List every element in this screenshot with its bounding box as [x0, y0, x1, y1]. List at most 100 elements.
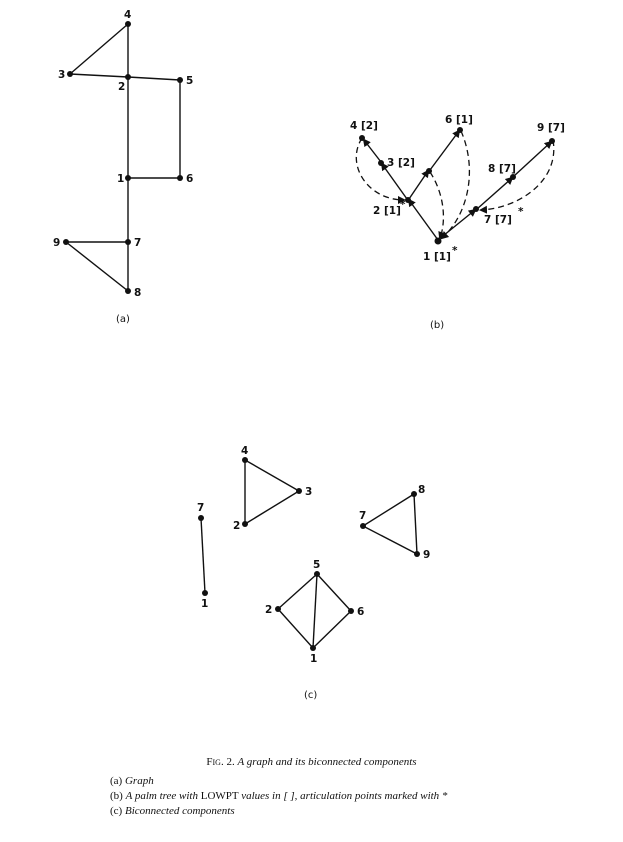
tree-arc-5-6	[429, 129, 461, 171]
vertex-a-2-label: 2	[118, 81, 125, 93]
edge-c-5-2	[277, 573, 318, 610]
articulation-mark-7: *	[518, 206, 524, 218]
vertex-a-3-label: 3	[58, 69, 65, 81]
figure-caption-items: (a) Graph (b) A palm tree with LOWPT val…	[110, 774, 447, 819]
edge-a-9-8	[65, 241, 129, 292]
vertex-b-6	[457, 127, 463, 133]
vertex-c-5	[314, 571, 320, 577]
vertex-b-6-label: 6 [1]	[445, 114, 473, 126]
caption-item-c-text: Biconnected components	[124, 805, 235, 817]
caption-item-b-text: A palm tree with	[125, 790, 198, 802]
vertex-b-7	[473, 206, 479, 212]
caption-item-b-caps: LOWPT	[200, 790, 239, 802]
edge-c-9-8	[413, 493, 418, 555]
vertex-c-1b-label: 1	[310, 653, 317, 665]
frond-4-2	[355, 137, 406, 204]
panel-a-graph: 4 3 2 5 6 1 7 9 8 (a)	[53, 9, 193, 325]
vertex-c-3-label: 3	[305, 486, 312, 498]
vertex-c-6	[348, 608, 354, 614]
vertex-a-4	[125, 21, 131, 27]
vertex-c-9-label: 9	[423, 549, 430, 561]
tree-arc-2-5	[408, 169, 430, 200]
tree-arc-1-2	[407, 198, 439, 241]
vertex-c-4-label: 4	[241, 445, 248, 457]
frond-9-7	[479, 139, 555, 214]
tree-arc-3-4	[362, 138, 382, 163]
vertex-c-7b-label: 7	[359, 510, 366, 522]
edge-c-5-1	[312, 573, 318, 649]
caption-item-b: (b) A palm tree with LOWPT values in [ ]…	[110, 789, 447, 804]
caption-item-c-tag: (c)	[110, 805, 123, 817]
vertex-b-5	[426, 168, 432, 174]
vertex-a-2	[125, 74, 131, 80]
panel-c-components: 4 3 2 7 1 8 7 9 5 2 6 1 (c)	[197, 445, 430, 701]
vertex-c-5-label: 5	[313, 559, 320, 571]
vertex-c-1a-label: 1	[201, 598, 208, 610]
vertex-b-8	[510, 174, 516, 180]
caption-item-a-tag: (a)	[110, 775, 123, 787]
vertex-a-8-label: 8	[134, 287, 141, 299]
vertex-a-6	[177, 175, 183, 181]
edge-a-4-3	[69, 23, 129, 75]
vertex-c-4	[242, 457, 248, 463]
caption-item-a-text: Graph	[124, 775, 154, 787]
vertex-c-7a	[198, 515, 204, 521]
vertex-b-1-label: 1 [1]	[423, 251, 451, 263]
vertex-b-3	[378, 160, 384, 166]
edge-c-4-3	[244, 459, 300, 492]
vertex-c-8-label: 8	[418, 484, 425, 496]
tree-arc-8-9	[513, 140, 553, 177]
vertex-c-8	[411, 491, 417, 497]
vertex-c-2a	[242, 521, 248, 527]
vertex-b-9-label: 9 [7]	[537, 122, 565, 134]
vertex-b-1	[434, 237, 442, 245]
caption-item-a: (a) Graph	[110, 774, 447, 789]
panel-b-label: (b)	[430, 320, 444, 331]
vertex-a-6-label: 6	[186, 173, 193, 185]
vertex-c-1b	[310, 645, 316, 651]
vertex-c-2b	[275, 606, 281, 612]
edge-c-6-5	[316, 573, 352, 612]
panel-c-label: (c)	[304, 690, 317, 701]
vertex-b-2-label: 2 [1]	[373, 205, 401, 217]
vertex-c-7b	[360, 523, 366, 529]
vertex-b-3-label: 3 [2]	[387, 157, 415, 169]
vertex-a-5-label: 5	[186, 75, 193, 87]
figure-title: A graph and its biconnected components	[237, 756, 417, 768]
edge-c-7-1	[200, 517, 206, 594]
caption-item-c: (c) Biconnected components	[110, 804, 447, 819]
figure-number: Fig. 2.	[206, 756, 235, 768]
vertex-a-9	[63, 239, 69, 245]
panel-b-palm-tree: 4 [2] 3 [2] 6 [1] 9 [7] 8 [7] 2 [1] * 7 …	[350, 114, 565, 331]
vertex-b-7-label: 7 [7]	[484, 214, 512, 226]
tree-arc-7-8	[476, 176, 514, 210]
vertex-c-9	[414, 551, 420, 557]
vertex-c-7a-label: 7	[197, 502, 204, 514]
vertex-b-9	[549, 138, 555, 144]
vertex-c-2b-label: 2	[265, 604, 272, 616]
edge-a-3-2	[69, 73, 129, 78]
vertex-c-6-label: 6	[357, 606, 364, 618]
vertex-a-3	[67, 71, 73, 77]
vertex-a-7-label: 7	[134, 237, 141, 249]
panel-a-label: (a)	[116, 314, 130, 325]
vertex-a-9-label: 9	[53, 237, 60, 249]
vertex-c-3	[296, 488, 302, 494]
edge-c-1-6	[312, 610, 352, 649]
vertex-b-4-label: 4 [2]	[350, 120, 378, 132]
vertex-a-8	[125, 288, 131, 294]
edge-a-2-5	[127, 76, 181, 81]
edge-c-8-7	[362, 493, 415, 527]
tree-arc-2-3	[380, 162, 408, 200]
caption-item-b-text2: values in [ ], articulation points marke…	[241, 790, 448, 802]
edge-c-2-1	[277, 608, 314, 649]
vertex-c-1a	[202, 590, 208, 596]
caption-item-b-tag: (b)	[110, 790, 123, 802]
vertex-b-8-label: 8 [7]	[488, 163, 516, 175]
frond-5-1	[429, 171, 446, 240]
vertex-b-2	[405, 197, 411, 203]
vertex-b-4	[359, 135, 365, 141]
figure-canvas: 4 3 2 5 6 1 7 9 8 (a)	[53, 9, 565, 701]
vertex-a-1	[125, 175, 131, 181]
edge-c-3-2	[244, 490, 300, 525]
